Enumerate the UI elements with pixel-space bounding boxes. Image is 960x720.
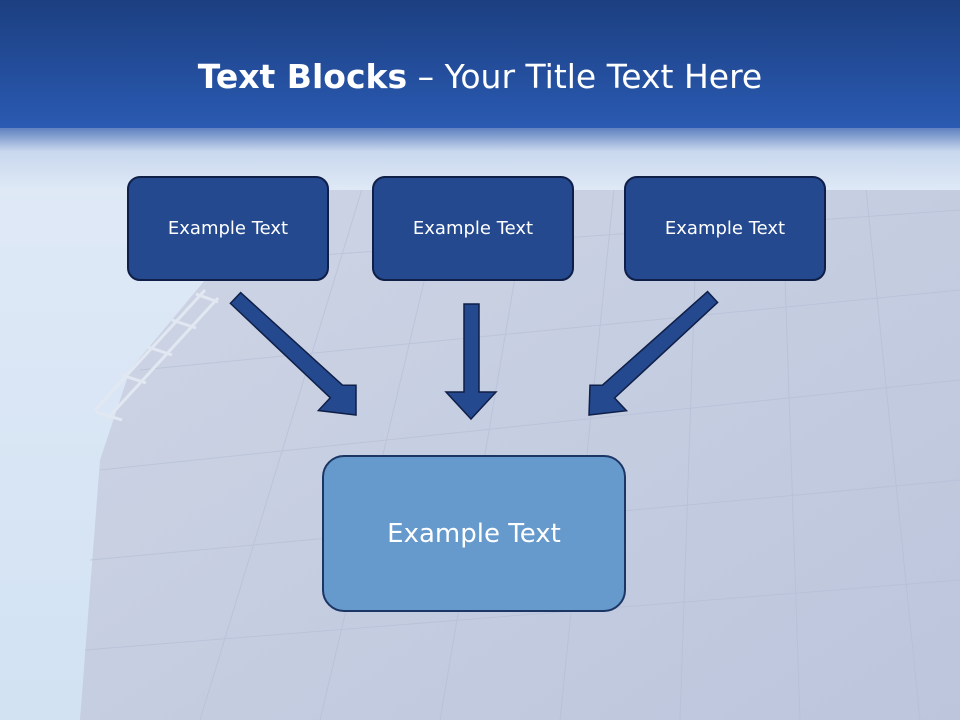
title-bold: Text Blocks (197, 57, 408, 96)
text-block-1: Example Text (127, 176, 329, 281)
target-text-block: Example Text (322, 455, 626, 612)
target-text-block-label: Example Text (387, 518, 561, 549)
ladder (93, 288, 220, 422)
text-block-2-label: Example Text (412, 218, 534, 239)
text-block-2: Example Text (372, 176, 574, 281)
arrow-left (229, 291, 357, 416)
text-block-3-label: Example Text (664, 218, 786, 239)
building-grid (84, 129, 960, 720)
page-title: Text Blocks – Your Title Text Here (0, 55, 960, 99)
title-rest: Your Title Text Here (444, 57, 763, 96)
header-band (0, 0, 960, 128)
title-separator: – (407, 57, 445, 96)
text-block-3: Example Text (624, 176, 826, 281)
text-block-1-label: Example Text (167, 218, 289, 239)
arrow-center (444, 303, 498, 421)
arrow-right (588, 290, 719, 416)
